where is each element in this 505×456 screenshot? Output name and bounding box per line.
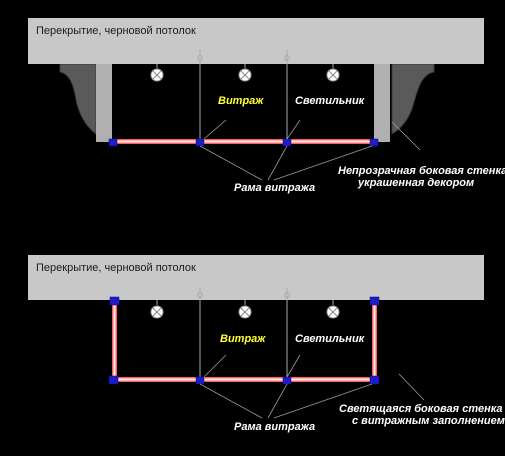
left-opaque-side-wall <box>96 64 112 142</box>
frame-block <box>195 138 205 147</box>
leader-line <box>286 119 301 140</box>
ceiling-slab <box>28 255 484 300</box>
lamp-label: Светильник <box>295 333 366 345</box>
leader-line <box>203 354 227 378</box>
ceiling-slab <box>28 18 484 64</box>
frame-label: Рама витража <box>234 421 315 433</box>
leader-line <box>267 145 288 181</box>
frame-block <box>369 375 380 385</box>
lamp-icon <box>150 64 164 82</box>
lamp-label: Светильник <box>295 95 366 107</box>
lamp-icon <box>326 300 340 319</box>
lamp-icon <box>150 300 164 319</box>
leader-line <box>273 383 373 419</box>
frame-block <box>195 376 205 385</box>
side-wall-label-line1: Непрозрачная боковая стенка <box>338 165 505 177</box>
top-scheme: Перекрытие, черновой потолок <box>28 18 505 194</box>
hanger-hook-icon <box>284 292 290 298</box>
left-luminous-side-wall <box>112 300 117 380</box>
hanger-hook-icon <box>197 55 203 61</box>
vitrazh-label: Витраж <box>218 95 264 107</box>
frame-block <box>109 296 120 306</box>
frame-block <box>369 138 379 147</box>
left-cornice-decor <box>59 63 97 136</box>
leader-line <box>267 383 288 419</box>
vitrazh-label: Витраж <box>220 333 266 345</box>
frame-label: Рама витража <box>234 182 315 194</box>
slab-label: Перекрытие, черновой потолок <box>36 262 196 274</box>
hanger-hook-icon <box>284 55 290 61</box>
frame-block <box>282 138 292 147</box>
frame-block <box>108 138 118 147</box>
side-wall-label-line2: украшенная декором <box>357 177 474 189</box>
right-luminous-side-wall <box>372 300 377 380</box>
leader-line <box>203 119 227 140</box>
lamp-icon <box>326 64 340 82</box>
side-wall-label-line1: Светящаяся боковая стенка <box>339 403 503 415</box>
leader-line <box>273 145 373 181</box>
leader-line <box>286 354 301 378</box>
leader-line <box>199 383 263 419</box>
side-wall-label-line2: с витражным заполнением <box>352 415 505 427</box>
bottom-scheme: Перекрытие, черновой потолок <box>28 255 505 433</box>
stained-glass-panel <box>112 377 377 382</box>
right-cornice-decor <box>391 63 435 135</box>
leader-line <box>199 145 263 181</box>
right-opaque-side-wall <box>374 64 390 142</box>
slab-label: Перекрытие, черновой потолок <box>36 25 196 37</box>
stained-glass-panel <box>112 139 374 144</box>
leader-line <box>391 121 421 151</box>
leader-line <box>398 373 425 401</box>
frame-block <box>369 296 380 306</box>
frame-block <box>108 375 119 385</box>
frame-block <box>282 376 292 385</box>
lamp-icon <box>238 64 252 82</box>
lamp-icon <box>238 300 252 319</box>
hanger-hook-icon <box>197 292 203 298</box>
